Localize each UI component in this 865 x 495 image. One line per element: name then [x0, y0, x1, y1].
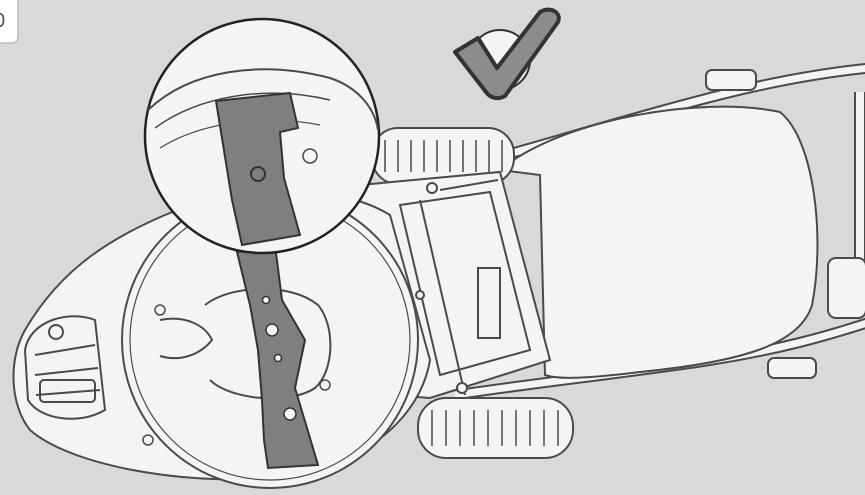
magnified-detail-callout	[143, 17, 381, 255]
mower-blade	[235, 243, 320, 470]
step-number: 0	[0, 10, 5, 32]
rear-wheel-bottom	[417, 397, 574, 459]
grass-bag	[497, 105, 819, 379]
checkmark-icon	[453, 7, 561, 101]
front-wheel	[23, 315, 107, 420]
step-badge: 0	[0, 0, 19, 44]
rear-wheel-top	[371, 127, 515, 185]
